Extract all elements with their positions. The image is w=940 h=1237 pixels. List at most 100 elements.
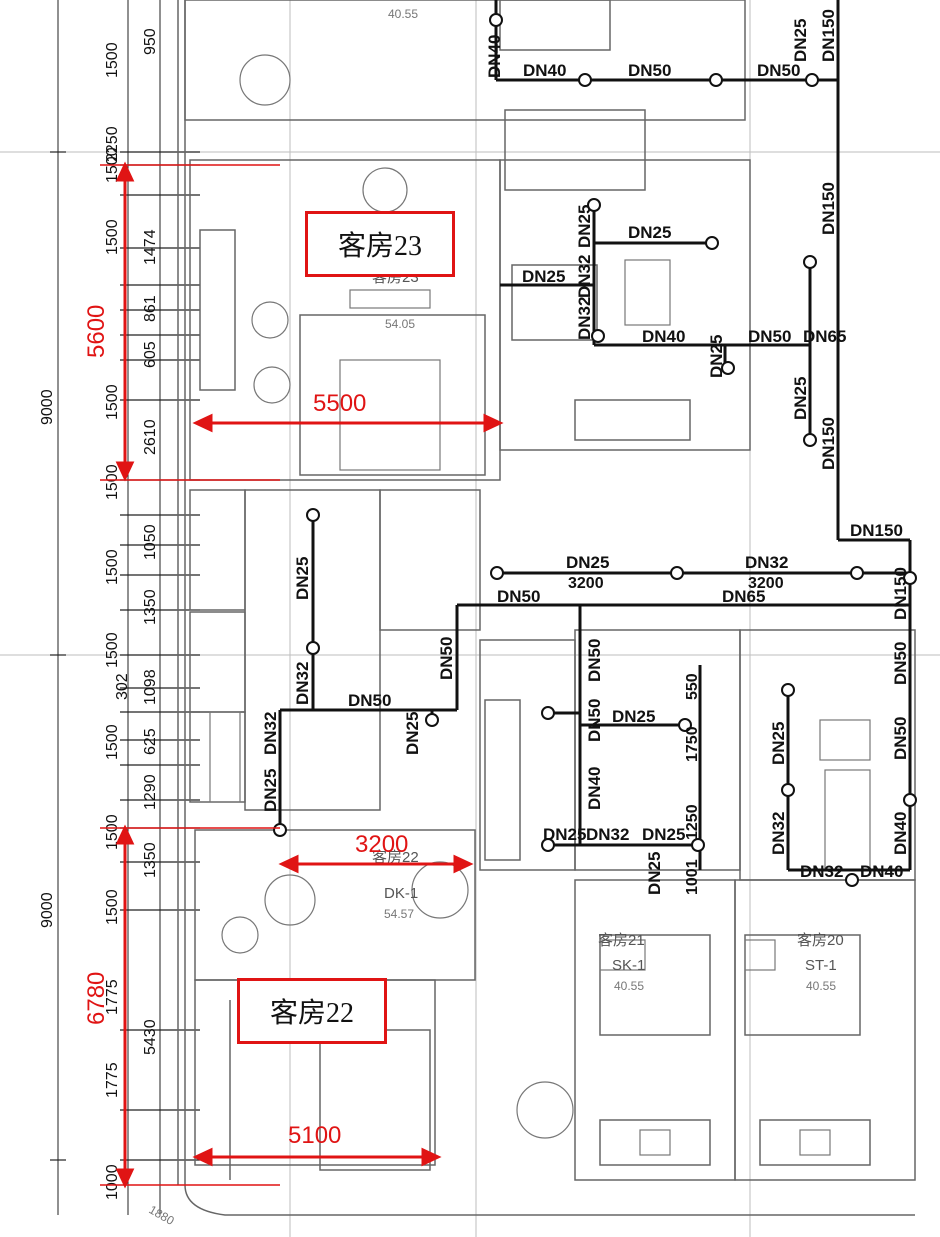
dim-label: 1500 (104, 549, 121, 585)
dim-label: 1290 (142, 774, 159, 810)
room-code: ST-1 (805, 957, 837, 974)
pipe-length: 550 (684, 673, 701, 700)
pipe-label: DN32 (575, 255, 594, 298)
pipe-label: DN25 (293, 557, 312, 600)
pipe-label: DN40 (585, 767, 604, 810)
pipe-label: DN150 (850, 521, 903, 540)
pipe-label: DN40 (523, 61, 566, 80)
pipe-label: DN32 (800, 862, 843, 881)
left-dimensions: 1500 950 2250 1500 1474 1500 861 605 150… (39, 28, 159, 1200)
pipe-label: DN150 (819, 182, 838, 235)
pipe-label: DN50 (628, 61, 671, 80)
dim-label: 1500 (104, 42, 121, 78)
dim-label: 1500 (104, 384, 121, 420)
dim-label: 950 (142, 28, 159, 55)
pipe-label: DN25 (566, 553, 609, 572)
pipe-label: DN40 (485, 35, 504, 78)
pipe-label: DN50 (757, 61, 800, 80)
red-dimensions (100, 161, 504, 1189)
room-name: 客房20 (797, 932, 844, 949)
pipe-label: DN150 (819, 417, 838, 470)
room-area: 40.55 (388, 7, 418, 21)
dimension-chain (50, 0, 200, 1215)
red-dim-3200: 3200 (355, 831, 408, 858)
dim-label: 605 (142, 341, 159, 368)
pipe-network (278, 0, 912, 872)
red-dim-5500: 5500 (313, 390, 366, 417)
room-annotations: 40.55 客房23 54.05 客房22 DK-1 54.57 客房21 SK… (147, 7, 844, 1228)
dim-total: 9000 (39, 389, 56, 425)
pipe-label: DN25 (769, 722, 788, 765)
corner-dimension: 1880 (147, 1202, 177, 1228)
dim-label: 1500 (104, 632, 121, 668)
dim-label: 1350 (142, 589, 159, 625)
pipe-label: DN32 (586, 825, 629, 844)
pipe-label: DN40 (642, 327, 685, 346)
pipe-label: DN50 (748, 327, 791, 346)
pipe-label: DN25 (707, 335, 726, 378)
pipe-label: DN50 (891, 642, 910, 685)
pipe-length: 1250 (684, 804, 701, 840)
pipe-label: DN25 (261, 769, 280, 812)
pipe-label: DN25 (522, 267, 565, 286)
red-dim-5100: 5100 (288, 1122, 341, 1149)
pipe-label: DN25 (575, 205, 594, 248)
pipe-nodes (273, 13, 917, 887)
pipe-label: DN65 (803, 327, 846, 346)
pipe-label: DN50 (348, 691, 391, 710)
pipe-length: 3200 (568, 575, 604, 592)
red-dim-5600: 5600 (83, 305, 110, 358)
pipe-label: DN25 (791, 19, 810, 62)
pipe-label: DN25 (543, 825, 586, 844)
dim-label: 1500 (104, 219, 121, 255)
pipe-label: DN25 (612, 707, 655, 726)
room-name: 客房22 (372, 849, 419, 866)
furniture (209, 54, 871, 1156)
dim-label: 1775 (104, 1062, 121, 1098)
dim-label: 5430 (142, 1019, 159, 1055)
dim-label: 861 (142, 295, 159, 322)
pipe-label: DN32 (769, 812, 788, 855)
pipe-label: DN25 (642, 825, 685, 844)
red-dimension-labels: 5600 5500 3200 6780 5100 (83, 305, 408, 1149)
dim-label: 1000 (104, 1164, 121, 1200)
pipe-labels: DN40 DN40 DN50 DN50 DN25 DN150 DN25 DN25… (261, 9, 910, 895)
room-code: SK-1 (612, 957, 645, 974)
pipe-label: DN50 (585, 639, 604, 682)
pipe-length: 1750 (684, 726, 701, 762)
red-dim-6780: 6780 (83, 972, 110, 1025)
pipe-label: DN50 (585, 699, 604, 742)
room-label-23: 客房23 (305, 211, 455, 277)
room-label-22: 客房22 (237, 978, 387, 1044)
pipe-label: DN32 (575, 297, 594, 340)
pipe-label: DN32 (261, 712, 280, 755)
dim-label: 1050 (142, 524, 159, 560)
pipe-label: DN40 (860, 862, 903, 881)
pipe-label: DN50 (497, 587, 540, 606)
pipe-label: DN25 (628, 223, 671, 242)
walls (177, 0, 916, 1216)
pipe-label: DN65 (722, 587, 765, 606)
room-area: 54.05 (385, 317, 415, 331)
pipe-label: DN150 (819, 9, 838, 62)
pipe-label: DN50 (437, 637, 456, 680)
room-area: 40.55 (806, 979, 836, 993)
room-area: 54.57 (384, 907, 414, 921)
dim-label: 1500 (104, 724, 121, 760)
room-area: 40.55 (614, 979, 644, 993)
pipe-length: 3200 (748, 575, 784, 592)
dim-label: 302 (114, 673, 131, 700)
pipe-label: DN25 (403, 712, 422, 755)
dim-label: 1500 (104, 889, 121, 925)
pipe-label: DN50 (891, 717, 910, 760)
pipe-label: DN32 (745, 553, 788, 572)
dim-label: 1474 (142, 229, 159, 265)
room-name: 客房21 (598, 932, 645, 949)
pipe-label: DN25 (791, 377, 810, 420)
pipe-label: DN150 (891, 567, 910, 620)
dim-label: 2250 (104, 126, 121, 162)
dim-label: 1775 (104, 979, 121, 1015)
dim-total: 9000 (39, 892, 56, 928)
